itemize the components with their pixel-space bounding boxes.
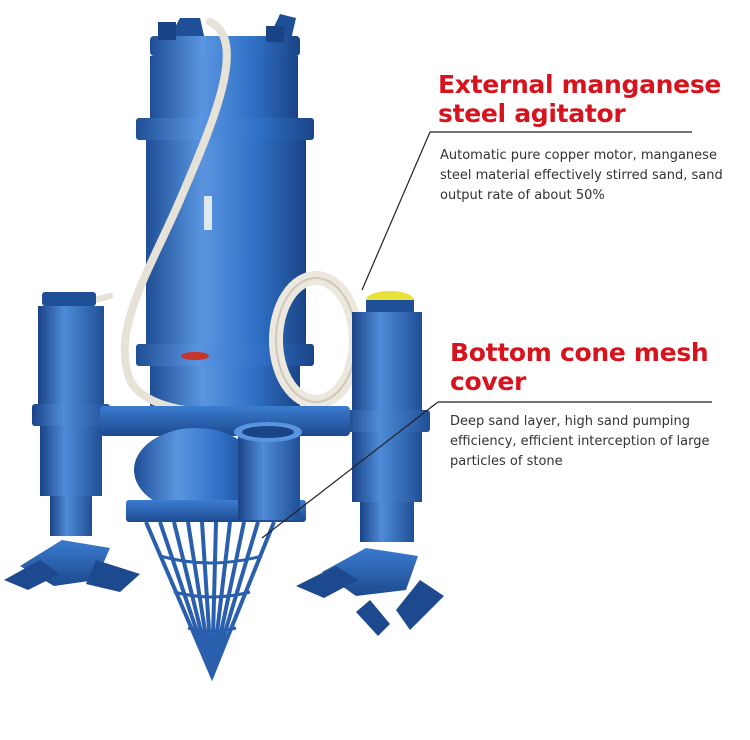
left-agitator-motor [4,292,140,592]
main-motor-body [136,56,314,406]
callout-1-pointer [361,131,431,291]
pump-housing [100,406,350,522]
right-agitator-motor [296,291,444,636]
callout-2-description: Deep sand layer, high sand pumping effic… [450,414,710,469]
callout-1-description: Automatic pure copper motor, manganese s… [440,148,723,203]
callout-1-title: External manganese steel agitator [438,70,722,128]
leader-lines [261,131,712,539]
callout-2-pointer [261,401,439,539]
bottom-cone-mesh [144,521,276,682]
callout-2-title: Bottom cone mesh cover [450,338,709,396]
